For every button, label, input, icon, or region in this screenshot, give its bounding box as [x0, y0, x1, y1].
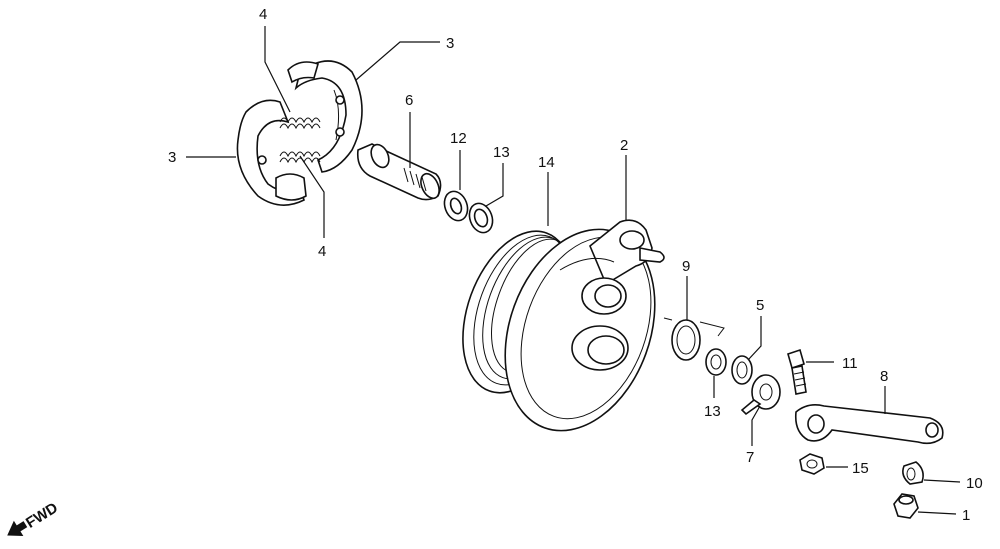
- callout-15: 15: [852, 460, 869, 477]
- callout-2: 2: [620, 137, 628, 154]
- fwd-arrow-icon: [7, 520, 28, 536]
- leader-4-upper: [264, 26, 291, 113]
- callout-8: 8: [880, 368, 888, 385]
- callout-11: 11: [842, 355, 858, 372]
- leader-5: [747, 316, 762, 361]
- callout-7: 7: [746, 449, 754, 466]
- brake-spring-lower: [279, 151, 321, 164]
- brake-shoe-lower: [236, 99, 307, 206]
- callout-13-upper: 13: [493, 144, 510, 161]
- callout-4-upper: 4: [259, 6, 267, 23]
- callout-3-lower: 3: [168, 149, 176, 166]
- callout-labels: 4 3 3 4 6 12 13 14 2 9 5 11 8 13 7 15 10…: [168, 6, 983, 524]
- leader-10: [923, 479, 961, 483]
- brake-cam-shaft: [356, 143, 442, 201]
- callout-10: 10: [966, 475, 983, 492]
- brake-shoe-upper: [287, 60, 363, 173]
- callout-14: 14: [538, 154, 555, 171]
- brake-arm: [794, 404, 944, 445]
- leader-lines: [186, 26, 961, 515]
- brake-return-spring: [663, 317, 725, 361]
- leader-13-upper: [485, 163, 504, 207]
- fwd-indicator: FWD: [7, 499, 61, 536]
- callout-5: 5: [756, 297, 764, 314]
- washer-5: [731, 355, 753, 385]
- nut-15: [799, 453, 825, 475]
- callout-9: 9: [682, 258, 690, 275]
- callout-12: 12: [450, 130, 467, 147]
- brake-spring-upper: [279, 117, 321, 130]
- callout-13-lower: 13: [704, 403, 721, 420]
- joint-pin-10: [902, 461, 924, 485]
- callout-4-lower: 4: [318, 243, 326, 260]
- washer-12: [443, 190, 469, 222]
- callout-6: 6: [405, 92, 413, 109]
- callout-3-upper: 3: [446, 35, 454, 52]
- leader-3-upper: [355, 41, 440, 81]
- fwd-label: FWD: [23, 499, 61, 532]
- adjusting-nut-1: [893, 493, 919, 519]
- leader-1: [917, 511, 957, 515]
- leader-4-lower: [299, 155, 325, 238]
- oil-seal-13-upper: [468, 202, 494, 234]
- callout-1: 1: [962, 507, 970, 524]
- bolt-11: [787, 348, 807, 395]
- brake-panel: [504, 219, 665, 432]
- leader-7: [751, 405, 761, 446]
- wear-indicator-plate: [740, 374, 781, 416]
- oil-seal-13-lower: [705, 348, 727, 376]
